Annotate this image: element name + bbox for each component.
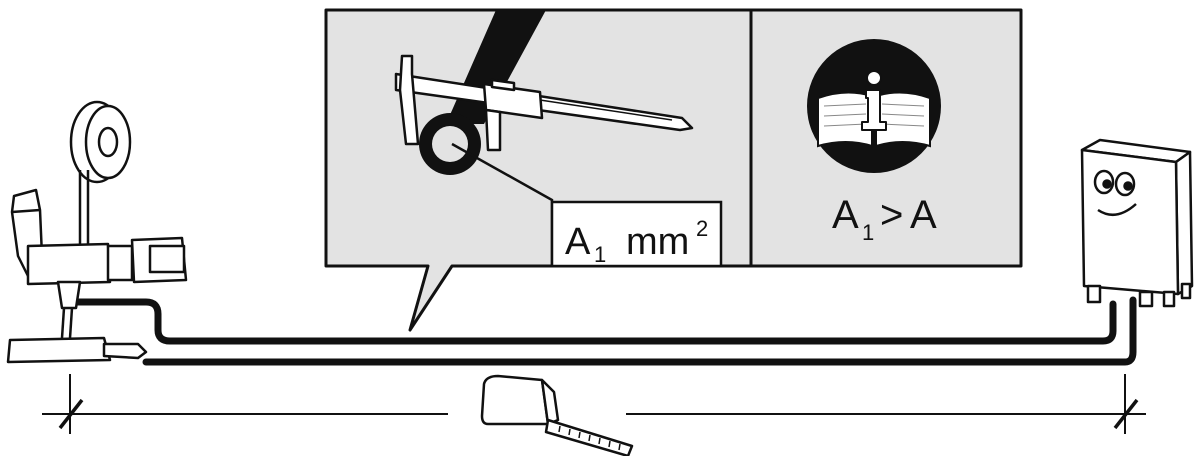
comparison-label: A 1 > A	[832, 193, 937, 245]
measure-unit: mm	[626, 221, 689, 263]
comparison-left-symbol: A	[832, 193, 859, 237]
measure-label: A 1 mm 2	[550, 200, 723, 268]
comparison-operator: >	[880, 193, 903, 237]
comparison-left-subscript: 1	[862, 220, 874, 245]
distance-dimension	[42, 374, 1146, 434]
welding-torch-icon	[6, 100, 188, 364]
cable-cross-section-icon	[419, 113, 481, 175]
welding-cables	[68, 296, 1137, 366]
manual-info-icon	[807, 39, 941, 173]
measure-subscript: 1	[594, 242, 606, 267]
tape-measure-icon	[480, 374, 634, 456]
caliper-icon	[394, 54, 694, 152]
power-source-icon	[1080, 138, 1194, 308]
measure-symbol: A	[565, 221, 591, 263]
measure-exponent: 2	[696, 216, 708, 241]
comparison-right-symbol: A	[910, 193, 937, 237]
